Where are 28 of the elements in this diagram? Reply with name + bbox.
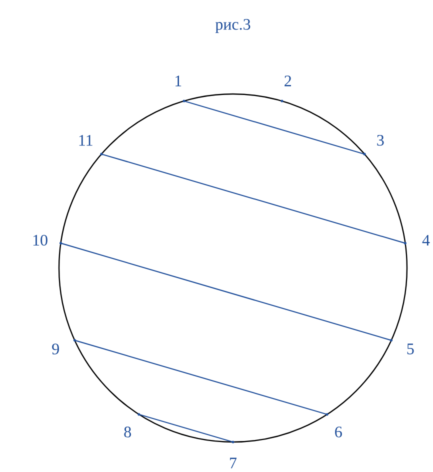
point-label: 8 [124,426,131,438]
point-label: 2 [284,76,292,86]
chord [60,242,392,341]
point-label: 11 [79,135,92,146]
circle-point [73,339,76,342]
point-label: 6 [335,426,342,438]
circle-point [326,413,328,416]
chord [74,340,328,415]
chord [184,100,365,155]
circle-point [138,413,140,416]
chord [138,414,234,443]
circle-point [100,152,103,156]
circle-point [182,100,186,102]
circle-point [404,242,406,244]
point-label: 7 [230,458,237,468]
circle-point [60,242,62,244]
circle-point [280,100,284,102]
point-label: 3 [377,134,384,146]
point-label: 4 [422,234,430,246]
circle-point [363,152,366,156]
point-label: 1 [176,76,182,86]
circle-point [232,440,234,444]
figure-title: рис.3 [215,19,250,33]
point-label: 9 [52,344,59,354]
point-label: 10 [33,234,48,246]
point-label: 5 [407,344,414,354]
circle-point [390,339,393,342]
chord [101,154,406,244]
